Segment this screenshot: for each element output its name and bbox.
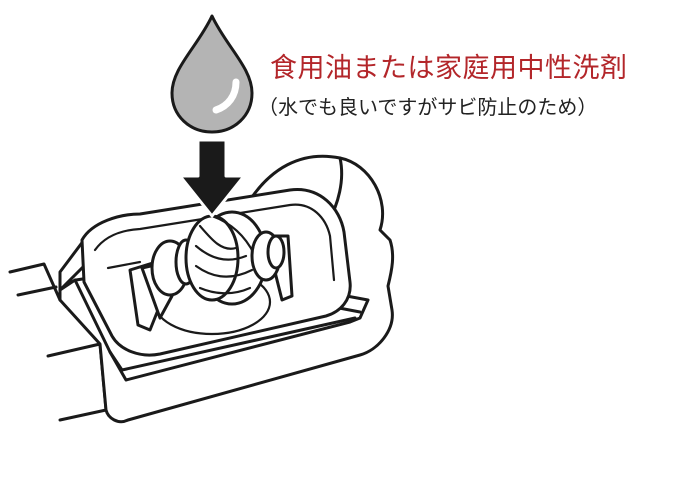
drop-body — [170, 14, 254, 134]
drop-highlight — [212, 78, 240, 114]
caption-main-text: 食用油または家庭用中性洗剤 — [270, 53, 628, 84]
oil-drop-icon — [170, 14, 254, 134]
caption-sub-text: （水でも良いですがサビ防止のため） — [258, 95, 598, 119]
grinding-wheel-assembly — [128, 210, 294, 336]
down-arrow-icon — [178, 138, 246, 218]
